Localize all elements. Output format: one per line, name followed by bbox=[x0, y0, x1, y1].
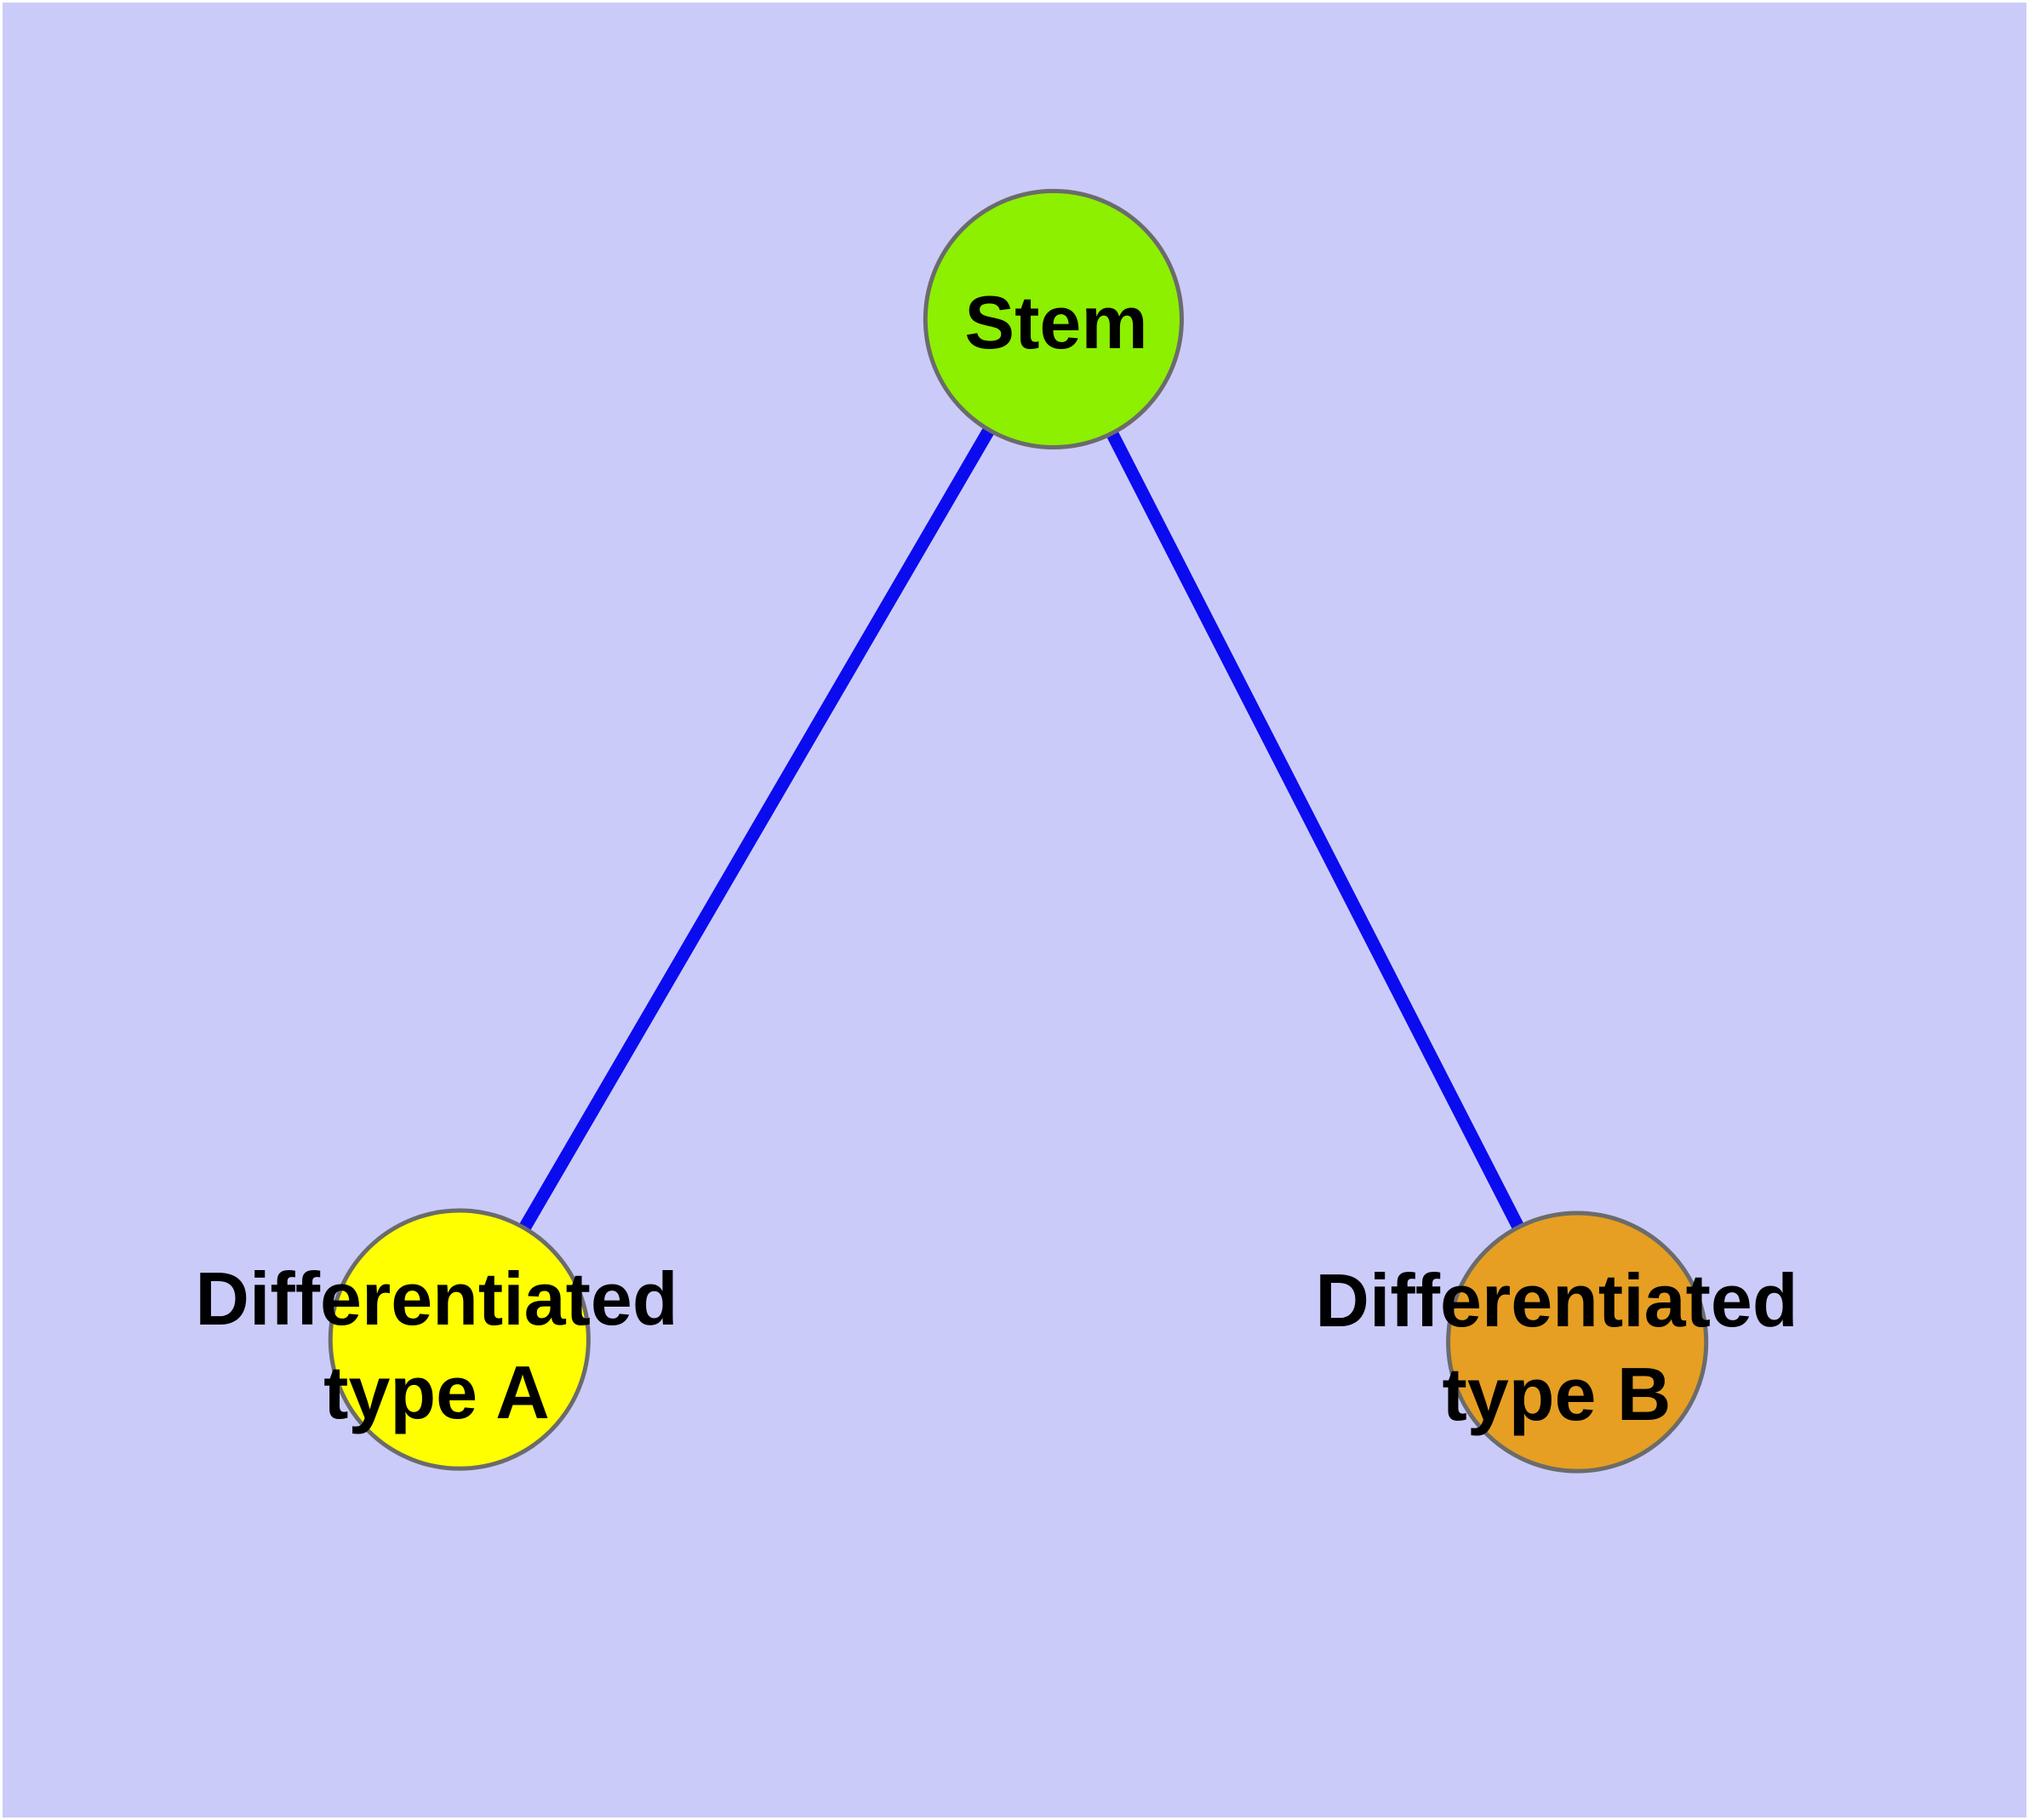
edge-stem-to-type-a bbox=[454, 316, 1060, 1343]
node-label-differentiated-type-b: Differentiated type B bbox=[1315, 1254, 1798, 1441]
node-label-type-a-line1: Differentiated bbox=[195, 1256, 678, 1341]
node-differentiated-type-b bbox=[1446, 1210, 1709, 1474]
node-label-type-a-line2: type A bbox=[323, 1350, 550, 1434]
edge-stem-to-type-b bbox=[1048, 316, 1583, 1345]
stem-differentiation-graph bbox=[328, 188, 1709, 1474]
node-label-stem-text: Stem bbox=[964, 280, 1148, 364]
node-stem bbox=[923, 188, 1184, 450]
node-label-differentiated-type-a: Differentiated type A bbox=[195, 1252, 677, 1439]
node-label-type-b-line2: type B bbox=[1442, 1352, 1672, 1436]
node-label-stem: Stem bbox=[964, 276, 1147, 369]
node-label-type-b-line1: Differentiated bbox=[1315, 1258, 1798, 1342]
node-differentiated-type-a bbox=[328, 1208, 591, 1471]
